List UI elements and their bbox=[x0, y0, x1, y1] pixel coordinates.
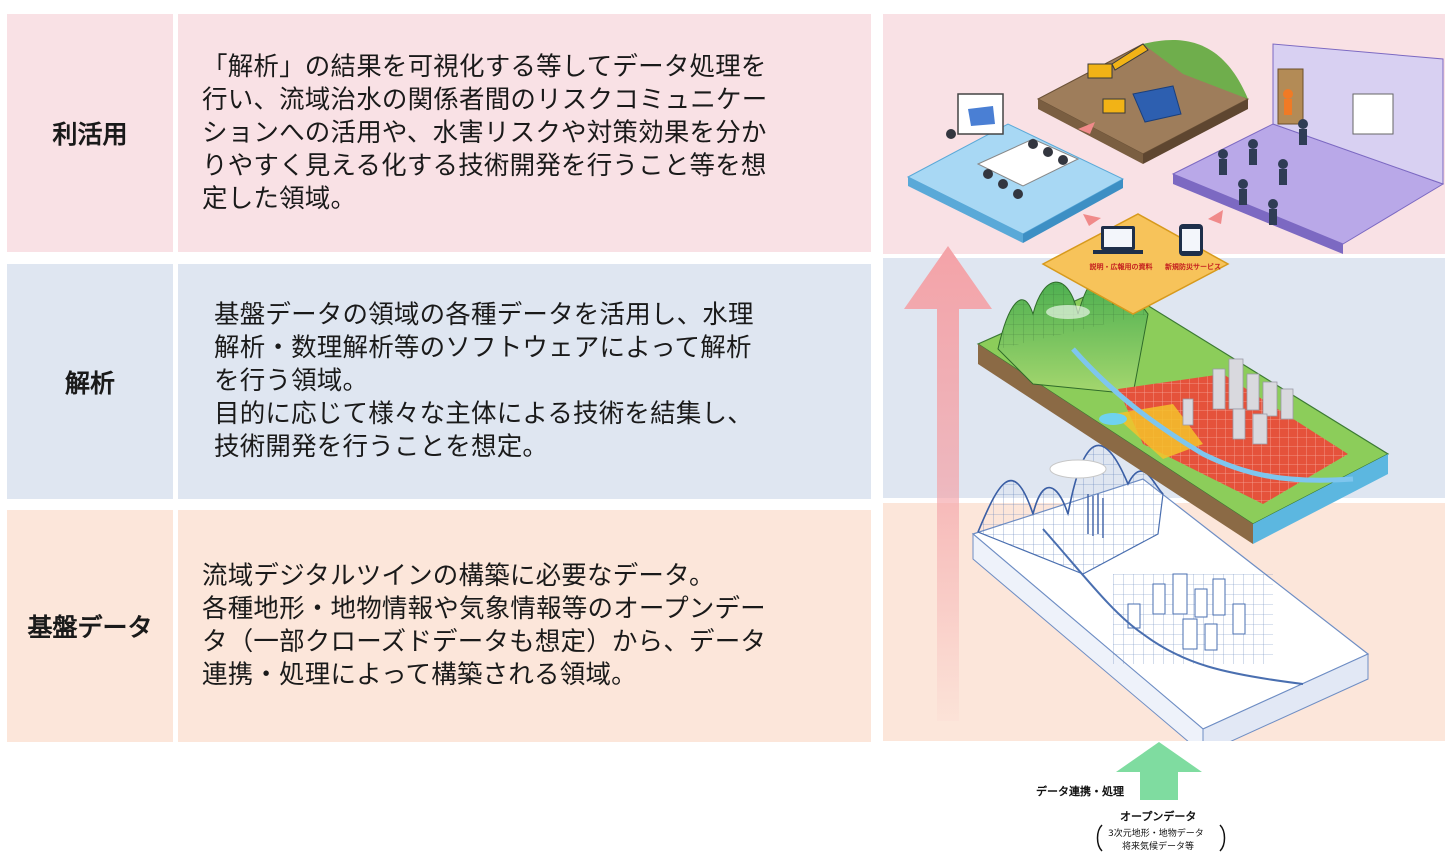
row-description-base-data: 流域デジタルツインの構築に必要なデータ。 各種地形・地物情報や気象情報等のオープ… bbox=[178, 510, 871, 742]
utilization-platforms bbox=[906, 39, 1445, 315]
open-data-title: オープンデータ bbox=[1120, 810, 1197, 823]
description-text: 基盤データの領域の各種データを活用し、水理 解析・数理解析等のソフトウェアによっ… bbox=[214, 300, 754, 462]
open-data-bracket-right-icon bbox=[1219, 824, 1226, 852]
open-data-item: 将来気候データ等 bbox=[1122, 842, 1195, 852]
input-arrow bbox=[1116, 742, 1202, 800]
open-data-bracket-left-icon bbox=[1096, 824, 1103, 852]
analysis-terrain bbox=[976, 279, 1390, 544]
row-description-analysis: 基盤データの領域の各種データを活用し、水理 解析・数理解析等のソフトウェアによっ… bbox=[178, 264, 871, 499]
digital-twin-illustration: 説明・広報用の資料 新規防災サービス bbox=[904, 39, 1445, 741]
row-label-analysis: 解析 bbox=[7, 264, 173, 499]
row-label-base-data: 基盤データ bbox=[7, 510, 173, 742]
input-arrow-label: データ連携・処理 bbox=[1036, 785, 1124, 798]
row-label-text: 利活用 bbox=[52, 120, 128, 149]
description-text: 流域デジタルツインの構築に必要なデータ。 各種地形・地物情報や気象情報等のオープ… bbox=[202, 561, 767, 690]
device-label-material: 説明・広報用の資料 bbox=[1090, 262, 1153, 271]
row-description-utilization: 「解析」の結果を可視化する等してデータ処理を 行い、流域治水の関係者間のリスクコ… bbox=[178, 14, 871, 252]
description-text: 「解析」の結果を可視化する等してデータ処理を 行い、流域治水の関係者間のリスクコ… bbox=[202, 51, 768, 214]
row-label-utilization: 利活用 bbox=[7, 14, 173, 252]
wireframe-terrain bbox=[971, 444, 1370, 741]
row-label-text: 基盤データ bbox=[27, 613, 153, 642]
device-label-service: 新規防災サービス bbox=[1165, 262, 1221, 271]
open-data-item: 3次元地形・地物データ bbox=[1108, 829, 1204, 839]
upward-arrow bbox=[904, 246, 992, 721]
row-label-text: 解析 bbox=[64, 368, 115, 398]
